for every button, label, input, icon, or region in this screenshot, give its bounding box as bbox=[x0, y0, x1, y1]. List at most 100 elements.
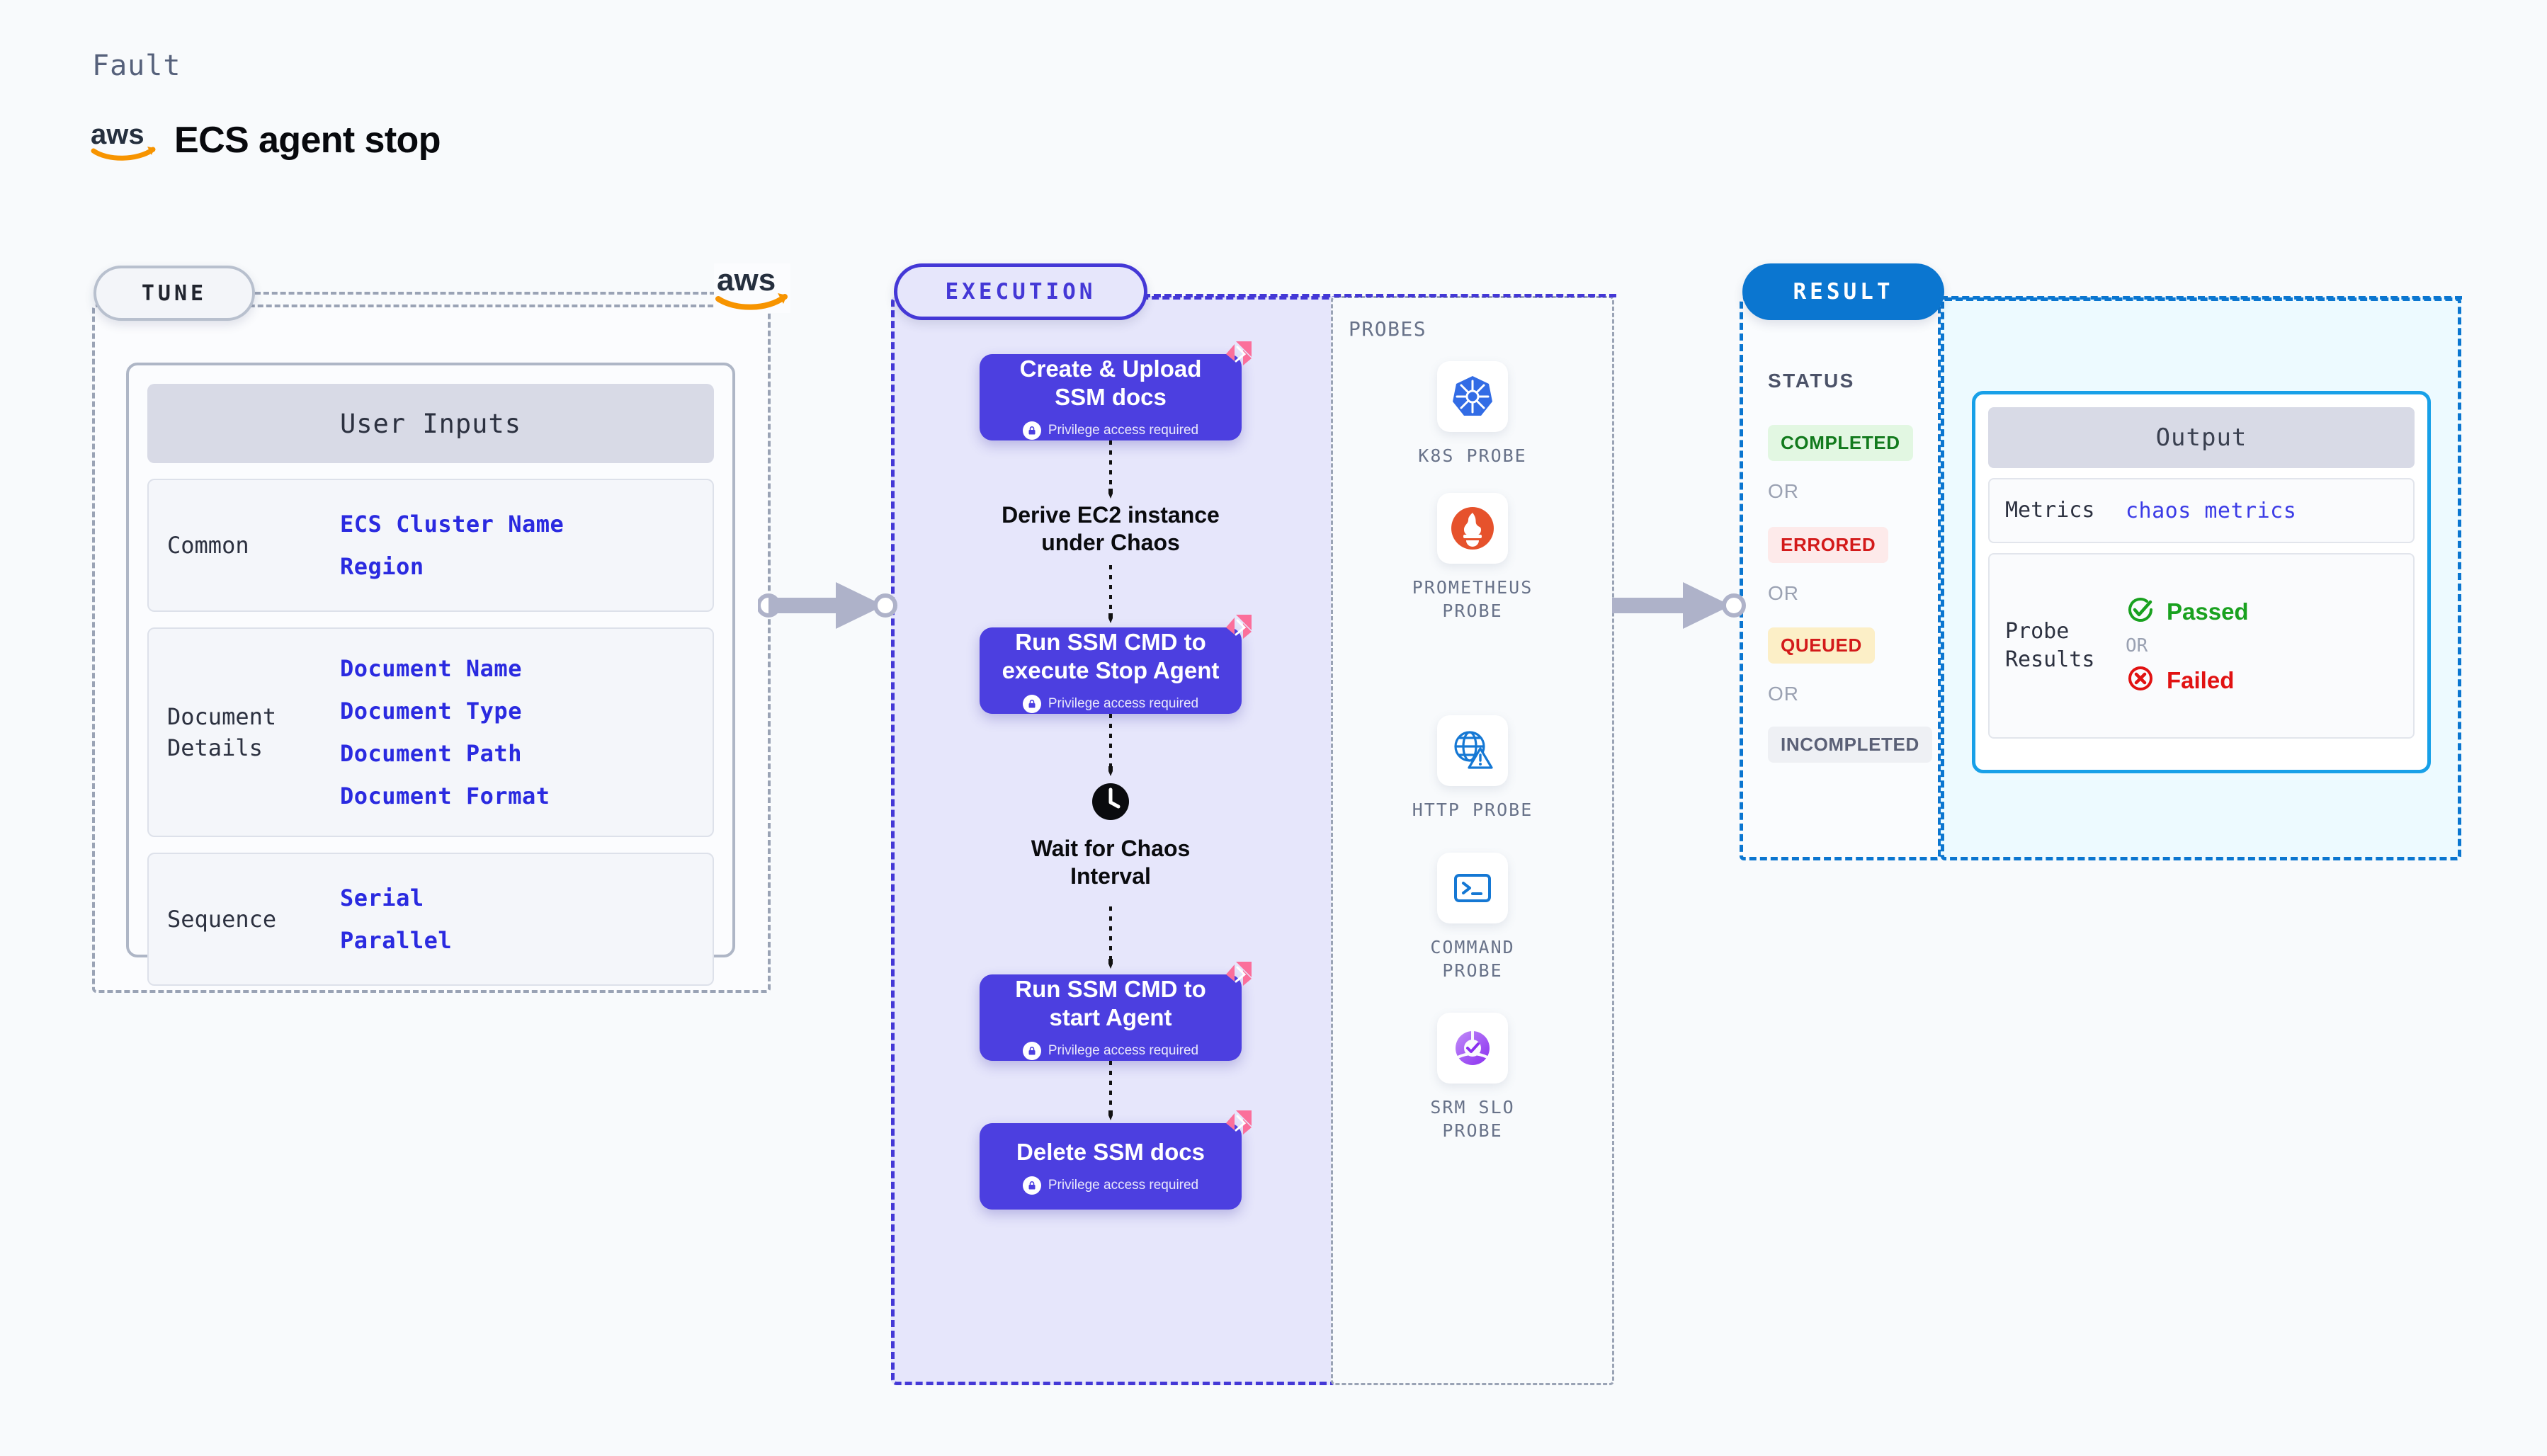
flow-connector bbox=[1106, 1061, 1115, 1123]
execution-node-create-upload-ssm-docs[interactable]: Create & Upload SSM docs Privilege acces… bbox=[980, 341, 1252, 440]
page-title: ECS agent stop bbox=[174, 120, 441, 161]
probe-item-prometheus[interactable]: PROMETHEUS PROBE bbox=[1331, 493, 1614, 622]
arrow-tune-to-execution bbox=[756, 567, 900, 648]
input-group-label-line1: Document bbox=[167, 703, 277, 730]
status-badge-queued: QUEUED bbox=[1768, 627, 1875, 664]
input-value-region[interactable]: Region bbox=[340, 553, 424, 580]
result-panel bbox=[1740, 297, 1941, 860]
page-title-row: aws ECS agent stop bbox=[91, 119, 441, 161]
input-value-serial[interactable]: Serial bbox=[340, 885, 424, 911]
input-group-values: Document Name Document Type Document Pat… bbox=[340, 655, 550, 809]
probe-result-or: OR bbox=[2126, 635, 2148, 656]
fault-eyebrow-label: Fault bbox=[92, 50, 181, 82]
node-title-line1: Wait for Chaos bbox=[1031, 836, 1191, 861]
input-value-document-type[interactable]: Document Type bbox=[340, 698, 522, 724]
input-value-ecs-cluster-name[interactable]: ECS Cluster Name bbox=[340, 511, 565, 538]
probe-item-k8s[interactable]: K8S PROBE bbox=[1331, 361, 1614, 468]
user-inputs-title: User Inputs bbox=[147, 384, 714, 463]
lock-icon bbox=[1022, 695, 1041, 714]
privilege-note-text: Privilege access required bbox=[1048, 423, 1199, 438]
execution-pill-badge[interactable]: EXECUTION bbox=[894, 263, 1147, 320]
probe-label: SRM SLO PROBE bbox=[1430, 1096, 1514, 1142]
metrics-value[interactable]: chaos metrics bbox=[2126, 498, 2297, 523]
node-privilege-note: Privilege access required bbox=[1022, 1042, 1199, 1061]
node-privilege-note: Privilege access required bbox=[1022, 695, 1198, 714]
node-title-line2: execute Stop Agent bbox=[1002, 657, 1220, 683]
node-title-line1: Run SSM CMD to bbox=[1015, 975, 1206, 1002]
execution-node-run-ssm-cmd-start-agent[interactable]: Run SSM CMD to start Agent Privilege acc… bbox=[980, 962, 1252, 1061]
tune-pill-badge[interactable]: TUNE bbox=[93, 266, 255, 321]
node-title-line1: Delete SSM docs bbox=[1016, 1138, 1205, 1165]
input-group-values: ECS Cluster Name Region bbox=[340, 511, 564, 580]
probe-label: PROMETHEUS PROBE bbox=[1412, 576, 1533, 622]
harness-flag-icon bbox=[1222, 613, 1253, 648]
probe-item-command[interactable]: COMMAND PROBE bbox=[1331, 853, 1614, 982]
arrow-execution-to-result bbox=[1609, 567, 1751, 648]
probe-label-line2: PROBE bbox=[1442, 1120, 1503, 1141]
node-title: Create & Upload SSM docs bbox=[1010, 355, 1212, 412]
input-value-document-path[interactable]: Document Path bbox=[340, 740, 522, 767]
node-privilege-note: Privilege access required bbox=[1022, 421, 1199, 440]
execution-node-run-ssm-cmd-stop-agent[interactable]: Run SSM CMD to execute Stop Agent Privil… bbox=[980, 615, 1252, 714]
input-value-parallel[interactable]: Parallel bbox=[340, 927, 453, 954]
flow-connector bbox=[1106, 565, 1115, 626]
clock-icon bbox=[1091, 782, 1130, 825]
probe-results-label-line1: Probe bbox=[2005, 618, 2070, 644]
input-value-document-format[interactable]: Document Format bbox=[340, 783, 550, 809]
node-title-line2: Interval bbox=[1070, 863, 1151, 889]
harness-flag-icon bbox=[1222, 960, 1253, 995]
http-globe-icon bbox=[1437, 715, 1508, 786]
execution-node-delete-ssm-docs[interactable]: Delete SSM docs Privilege access require… bbox=[980, 1110, 1252, 1210]
flow-connector bbox=[1106, 714, 1115, 779]
probe-item-srm-slo[interactable]: SRM SLO PROBE bbox=[1331, 1013, 1614, 1142]
x-circle-icon bbox=[2126, 664, 2155, 697]
output-card: Output Metrics chaos metrics Probe Resul… bbox=[1972, 391, 2431, 773]
probe-label: COMMAND PROBE bbox=[1430, 936, 1514, 982]
input-group-common: Common ECS Cluster Name Region bbox=[147, 479, 714, 612]
result-pill-badge[interactable]: RESULT bbox=[1742, 263, 1944, 320]
probe-label-line1: HTTP PROBE bbox=[1412, 800, 1533, 820]
metrics-label: Metrics bbox=[2005, 497, 2095, 523]
input-group-values: Serial Parallel bbox=[340, 885, 452, 954]
probe-result-failed: Failed bbox=[2126, 664, 2249, 697]
probes-section-label: PROBES bbox=[1349, 317, 1427, 341]
node-title: Run SSM CMD to start Agent bbox=[1005, 975, 1215, 1033]
execution-node-derive-ec2-instance: Derive EC2 instance under Chaos bbox=[962, 501, 1259, 557]
flow-connector bbox=[1106, 440, 1115, 501]
failed-text: Failed bbox=[2167, 666, 2235, 693]
probe-item-http[interactable]: HTTP PROBE bbox=[1331, 715, 1614, 822]
output-row-probe-results: Probe Results Passed OR bbox=[1988, 553, 2415, 739]
probe-results-values: Passed OR Failed bbox=[2126, 595, 2249, 697]
flow-connector bbox=[1106, 906, 1115, 972]
svg-text:aws: aws bbox=[91, 120, 144, 150]
probe-label-line1: PROMETHEUS bbox=[1412, 577, 1533, 598]
node-title-line2: start Agent bbox=[1049, 1004, 1172, 1030]
input-group-sequence: Sequence Serial Parallel bbox=[147, 853, 714, 986]
probe-label: HTTP PROBE bbox=[1412, 799, 1533, 822]
privilege-note-text: Privilege access required bbox=[1048, 1043, 1199, 1059]
output-card-title: Output bbox=[1988, 407, 2415, 468]
passed-text: Passed bbox=[2167, 598, 2249, 625]
status-or-1: OR bbox=[1768, 480, 1799, 502]
status-label: STATUS bbox=[1768, 370, 1855, 392]
lock-icon bbox=[1022, 1042, 1041, 1061]
node-title-line1: Derive EC2 instance bbox=[1002, 502, 1220, 528]
node-title: Wait for Chaos Interval bbox=[1031, 835, 1191, 890]
srm-slo-icon bbox=[1437, 1013, 1508, 1084]
result-dashed-connector bbox=[1941, 296, 2462, 300]
input-value-document-name[interactable]: Document Name bbox=[340, 655, 522, 682]
probe-label-line1: K8S PROBE bbox=[1418, 445, 1527, 466]
execution-node-wait-for-chaos-interval: Wait for Chaos Interval bbox=[962, 782, 1259, 890]
input-group-label: Sequence bbox=[167, 905, 277, 933]
probe-label-line2: PROBE bbox=[1442, 600, 1503, 621]
node-title: Delete SSM docs bbox=[1006, 1138, 1215, 1166]
input-group-label: Common bbox=[167, 531, 249, 559]
probe-label-line1: SRM SLO bbox=[1430, 1097, 1515, 1117]
prometheus-icon bbox=[1437, 493, 1508, 564]
terminal-icon bbox=[1437, 853, 1508, 923]
harness-flag-icon bbox=[1222, 340, 1253, 375]
probe-result-passed: Passed bbox=[2126, 595, 2249, 628]
privilege-note-text: Privilege access required bbox=[1048, 1178, 1199, 1193]
check-circle-icon bbox=[2126, 595, 2155, 628]
